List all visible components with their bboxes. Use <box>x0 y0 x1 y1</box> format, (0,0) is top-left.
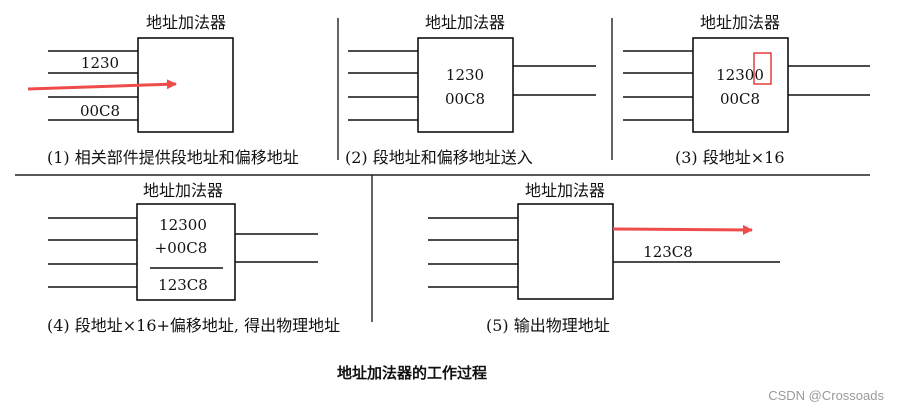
panel-5-adder-box <box>517 203 614 300</box>
panel-1-caption: (1) 相关部件提供段地址和偏移地址 <box>47 148 299 167</box>
panel-1-segment-value: 1230 <box>81 54 119 72</box>
figure-caption: 地址加法器的工作过程 <box>337 364 487 382</box>
panel-2-offset-value: 00C8 <box>445 90 485 108</box>
panel-4-title: 地址加法器 <box>143 181 223 200</box>
panel-4-offset-value: +00C8 <box>155 239 208 257</box>
panel-3: 地址加法器 12300 00C8 (3) 段地址×16 <box>623 13 870 167</box>
panel-3-offset-value: 00C8 <box>720 90 760 108</box>
panel-1-offset-value: 00C8 <box>80 102 120 120</box>
panel-3-shifted-value: 12300 <box>716 66 764 84</box>
panel-2-segment-value: 1230 <box>446 66 484 84</box>
panel-1-title: 地址加法器 <box>146 13 226 32</box>
panel-5-output-value: 123C8 <box>643 243 693 261</box>
panel-2-adder-box <box>417 37 514 133</box>
panel-1: 地址加法器 1230 00C8 (1) 相关部件提供段地址和偏移地址 <box>27 13 299 167</box>
panel-4-shifted-value: 12300 <box>159 216 207 234</box>
panel-3-title: 地址加法器 <box>700 13 780 32</box>
panel-5-caption: (5) 输出物理地址 <box>486 316 610 335</box>
panel-4-result-value: 123C8 <box>158 276 208 294</box>
panel-3-shift-highlight <box>753 52 772 85</box>
watermark: CSDN @Crossoads <box>768 388 884 403</box>
panel-2-title: 地址加法器 <box>425 13 505 32</box>
panel-4: 地址加法器 12300 +00C8 123C8 (4) 段地址×16+偏移地址,… <box>47 181 340 335</box>
panel-5-output-arrow <box>612 224 753 235</box>
panel-5-title: 地址加法器 <box>525 181 605 200</box>
panel-2-caption: (2) 段地址和偏移地址送入 <box>345 148 533 167</box>
panel-3-adder-box <box>692 37 789 133</box>
panel-1-input-arrow <box>27 79 177 91</box>
panel-3-caption: (3) 段地址×16 <box>675 148 785 167</box>
panel-5: 地址加法器 123C8 (5) 输出物理地址 <box>428 181 780 335</box>
panel-4-adder-box <box>136 203 236 301</box>
panel-4-caption: (4) 段地址×16+偏移地址, 得出物理地址 <box>47 316 340 335</box>
panel-2: 地址加法器 1230 00C8 (2) 段地址和偏移地址送入 <box>345 13 596 167</box>
